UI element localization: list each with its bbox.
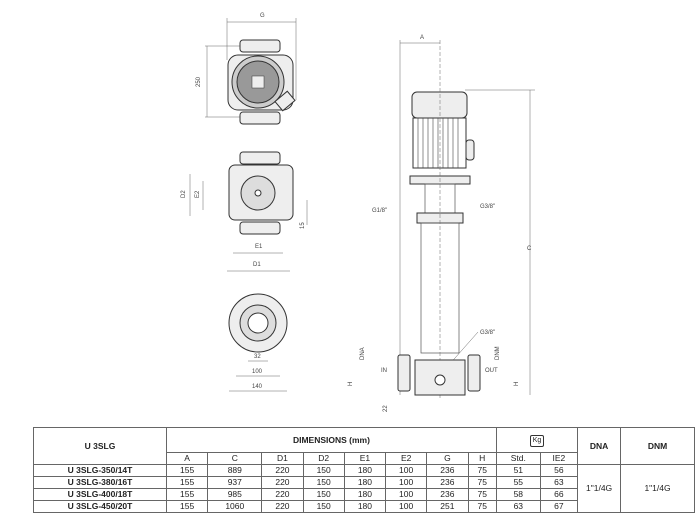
dim-32: 32 [254, 354, 261, 360]
cell-value: 100 [385, 488, 428, 501]
cell-value: 220 [261, 476, 304, 489]
cell-value: 220 [261, 500, 304, 513]
col-a: A [165, 452, 209, 465]
dimensions-header: DIMENSIONS (mm) [166, 427, 497, 453]
cell-value: 180 [343, 488, 387, 501]
cell-value: 75 [467, 500, 497, 513]
dimensions-table: U 3SLG DIMENSIONS (mm) Kg DNA DNM A C D1… [33, 427, 695, 513]
section-view: D2 E2 15 E1 D1 [181, 151, 308, 272]
col-d1: D1 [261, 452, 304, 465]
dim-g: G [260, 13, 265, 19]
cell-value: 67 [539, 500, 579, 513]
dim-dna: DNA [360, 347, 366, 360]
dim-d1: D1 [253, 262, 261, 268]
col-ie2: IE2 [539, 452, 579, 465]
cell-value: 75 [467, 488, 497, 501]
dna-value: 1"1/4G [577, 464, 622, 513]
label-g38-top: G3/8" [480, 204, 495, 210]
model-name: U 3SLG-380/16T [33, 476, 167, 489]
cell-value: 220 [261, 464, 304, 477]
col-h: H [467, 452, 497, 465]
dna-header: DNA [577, 427, 622, 465]
cell-value: 220 [261, 488, 304, 501]
cell-value: 51 [495, 464, 541, 477]
top-view: G 250 [196, 13, 297, 125]
col-e1: E1 [343, 452, 387, 465]
col-g: G [426, 452, 469, 465]
cell-value: 1060 [207, 500, 263, 513]
technical-drawing: G 250 D2 E2 15 E1 D1 32 100 140 A C G1/8… [181, 13, 535, 412]
cell-value: 155 [165, 464, 209, 477]
cell-value: 937 [207, 476, 263, 489]
model-name: U 3SLG-400/18T [33, 488, 167, 501]
model-name: U 3SLG-450/20T [33, 500, 167, 513]
label-g38-bottom: G3/8" [480, 330, 495, 336]
cell-value: 58 [495, 488, 541, 501]
dnm-value: 1"1/4G [620, 464, 695, 513]
dim-22: 22 [383, 405, 389, 412]
dim-140: 140 [252, 384, 263, 390]
side-view: A C G1/8" G3/8" G3/8" DNA DNM IN OUT H H… [348, 35, 535, 412]
dim-100: 100 [252, 369, 263, 375]
cell-value: 66 [539, 488, 579, 501]
cell-value: 236 [426, 488, 469, 501]
cell-value: 100 [385, 464, 428, 477]
cell-value: 236 [426, 476, 469, 489]
col-std: Std. [495, 452, 541, 465]
dim-15: 15 [300, 222, 306, 229]
cell-value: 150 [302, 476, 345, 489]
cell-value: 100 [385, 500, 428, 513]
dim-e1: E1 [255, 244, 263, 250]
label-in: IN [381, 368, 387, 374]
cell-value: 180 [343, 500, 387, 513]
col-c: C [207, 452, 263, 465]
cell-value: 150 [302, 464, 345, 477]
cell-value: 56 [539, 464, 579, 477]
dim-c: C [527, 246, 532, 252]
dim-h-right: H [514, 382, 520, 386]
cell-value: 150 [302, 488, 345, 501]
col-e2: E2 [385, 452, 428, 465]
cell-value: 155 [165, 476, 209, 489]
cell-value: 180 [343, 476, 387, 489]
col-d2: D2 [302, 452, 345, 465]
dim-250: 250 [196, 76, 202, 87]
cell-value: 180 [343, 464, 387, 477]
cell-value: 155 [165, 500, 209, 513]
cell-value: 55 [495, 476, 541, 489]
model-header: U 3SLG [33, 427, 167, 465]
dim-dnm: DNM [495, 346, 501, 360]
cell-value: 75 [467, 476, 497, 489]
label-g18: G1/8" [372, 208, 387, 214]
cell-value: 155 [165, 488, 209, 501]
flange-view: 32 100 140 [228, 293, 288, 392]
weight-header: Kg [495, 427, 579, 453]
model-name: U 3SLG-350/14T [33, 464, 167, 477]
cell-value: 985 [207, 488, 263, 501]
label-out: OUT [485, 368, 498, 374]
cell-value: 889 [207, 464, 263, 477]
dim-d2: D2 [181, 190, 187, 198]
dim-h-left: H [348, 382, 354, 386]
cell-value: 63 [495, 500, 541, 513]
dim-e2: E2 [195, 190, 201, 198]
cell-value: 75 [467, 464, 497, 477]
dnm-header: DNM [620, 427, 695, 465]
weight-icon: Kg [529, 434, 545, 447]
cell-value: 100 [385, 476, 428, 489]
cell-value: 236 [426, 464, 469, 477]
cell-value: 251 [426, 500, 469, 513]
cell-value: 150 [302, 500, 345, 513]
cell-value: 63 [539, 476, 579, 489]
dim-a: A [420, 35, 424, 41]
